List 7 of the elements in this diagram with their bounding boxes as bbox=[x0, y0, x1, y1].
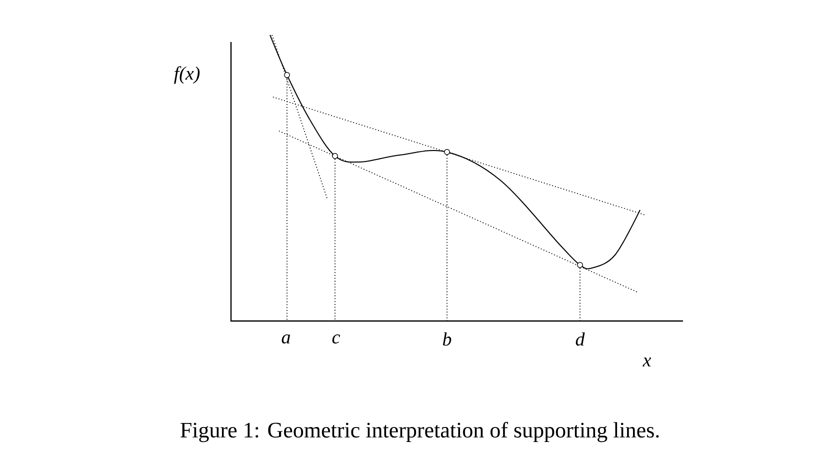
axis-label: f(x) bbox=[174, 66, 200, 84]
axis-label: x bbox=[642, 358, 652, 366]
figure-caption: Figure 1: Geometric interpretation of supporting lines. bbox=[180, 422, 659, 442]
axis-label: a bbox=[282, 334, 290, 344]
axis-label: b bbox=[442, 332, 452, 346]
axis-label: c bbox=[332, 334, 340, 344]
axis-label: d bbox=[576, 332, 585, 346]
